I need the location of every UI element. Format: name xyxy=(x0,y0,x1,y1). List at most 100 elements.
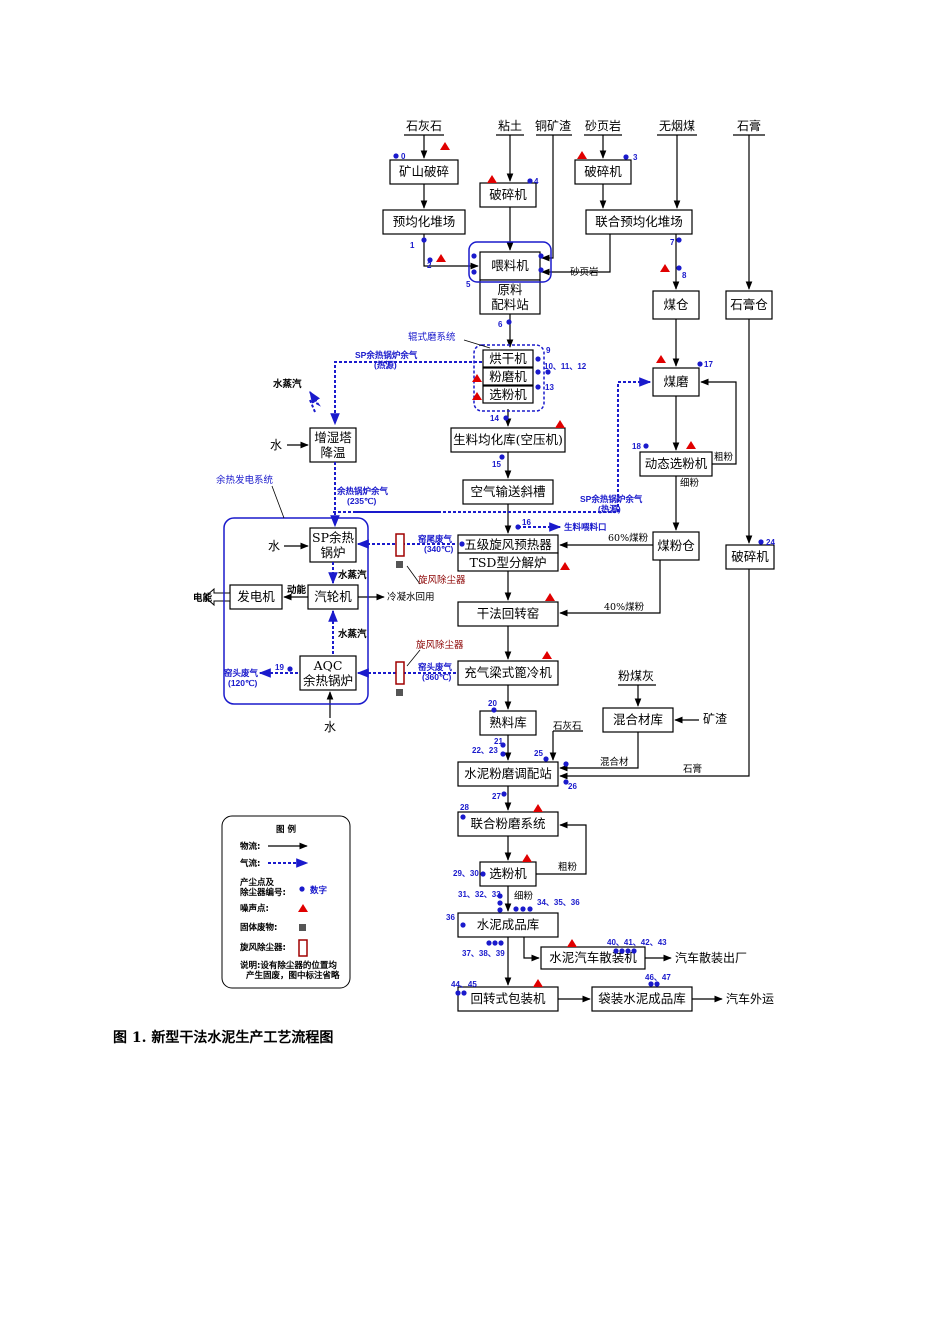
legend-solid-square xyxy=(299,924,306,931)
legend-note-1: 说明:设有除尘器的位置均 xyxy=(240,960,337,971)
dust-point-numbers: 0 1 2 3 4 5 6 7 8 9 10、11、12 13 14 15 16… xyxy=(275,152,775,989)
svg-text:干法回转窑: 干法回转窑 xyxy=(477,606,540,621)
box-turbine: 汽轮机 xyxy=(307,584,359,610)
svg-text:烘干机: 烘干机 xyxy=(489,351,527,366)
label-kiln-tail-2: (340℃) xyxy=(424,544,454,554)
box-bagged-store: 袋装水泥成品库 xyxy=(591,986,693,1012)
label-kiln-tail-1: 窑尾废气 xyxy=(418,534,453,544)
svg-text:余热锅炉: 余热锅炉 xyxy=(303,673,353,688)
input-water-sp: 水 xyxy=(268,539,280,553)
solid-waste-2 xyxy=(396,689,403,696)
dust-dots xyxy=(287,153,764,996)
label-mixed-material: 混合材 xyxy=(600,756,629,768)
svg-text:配料站: 配料站 xyxy=(491,297,529,312)
svg-text:选粉机: 选粉机 xyxy=(489,866,527,881)
svg-text:煤仓: 煤仓 xyxy=(663,297,689,312)
label-head-out-1: 窑头废气 xyxy=(224,668,259,678)
dust-num-4: 4 xyxy=(534,177,539,186)
svg-text:锅炉: 锅炉 xyxy=(320,545,345,560)
label-boiler-waste-2: (235℃) xyxy=(347,496,377,506)
legend-dust-2: 除尘器编号: xyxy=(240,887,286,898)
box-clay-crusher: 破碎机 xyxy=(479,182,537,208)
svg-text:水泥成品库: 水泥成品库 xyxy=(477,917,540,932)
dust-num-27: 27 xyxy=(492,792,501,801)
label-coal-60: 60%煤粉 xyxy=(608,532,649,544)
figure-caption: 图 1. 新型干法水泥生产工艺流程图 xyxy=(113,1029,333,1046)
svg-text:五级旋风预热器: 五级旋风预热器 xyxy=(464,537,552,552)
label-kinetic: 动能 xyxy=(287,584,307,596)
dust-num-17: 17 xyxy=(704,360,713,369)
box-calciner: TSD型分解炉 xyxy=(457,552,559,572)
box-separator: 选粉机 xyxy=(482,385,534,404)
dust-num-14: 14 xyxy=(490,414,499,423)
svg-text:破碎机: 破碎机 xyxy=(584,164,622,179)
svg-text:TSD型分解炉: TSD型分解炉 xyxy=(470,555,547,570)
svg-text:联合粉磨系统: 联合粉磨系统 xyxy=(470,816,545,831)
label-electric: 电能 xyxy=(193,592,213,604)
box-cement-separator: 选粉机 xyxy=(479,861,537,887)
input-water-aqc: 水 xyxy=(324,720,336,734)
legend-frame xyxy=(221,815,351,989)
svg-text:汽轮机: 汽轮机 xyxy=(314,589,352,604)
input-slag: 矿渣 xyxy=(703,712,727,726)
svg-text:煤粉仓: 煤粉仓 xyxy=(657,538,695,553)
dust-num-5: 5 xyxy=(466,280,471,289)
waste-heat-power-boundary xyxy=(223,517,369,705)
svg-text:降温: 降温 xyxy=(320,445,346,460)
legend-noise: 噪声点: xyxy=(240,903,269,914)
dust-num-22-23: 22、23 xyxy=(472,746,498,755)
box-cement-batching: 水泥粉磨调配站 xyxy=(457,761,559,787)
dust-num-36: 36 xyxy=(446,913,455,922)
svg-text:动态选粉机: 动态选粉机 xyxy=(645,456,708,471)
box-coal-bin: 煤仓 xyxy=(652,290,700,320)
dust-num-2: 2 xyxy=(427,261,432,270)
svg-text:混合材库: 混合材库 xyxy=(613,712,663,727)
input-copper-slag: 铜矿渣 xyxy=(535,118,571,133)
label-steam-sp: 水蒸汽 xyxy=(338,569,367,581)
box-generator: 发电机 xyxy=(229,584,283,610)
dust-num-37-39: 37、38、39 xyxy=(462,949,505,958)
label-coarse-coal: 粗粉 xyxy=(714,451,734,463)
label-bulk-out: 汽车散装出厂 xyxy=(675,950,747,965)
dust-num-9: 9 xyxy=(546,346,551,355)
box-cement-store: 水泥成品库 xyxy=(457,912,559,938)
box-prehomo-yard: 预均化堆场 xyxy=(382,209,466,235)
label-sp-heat-1: SP余热锅炉余气 xyxy=(355,350,418,360)
label-waste-power-system: 余热发电系统 xyxy=(216,474,274,486)
legend: 图 例 物流: 气流: 产尘点及 除尘器编号: 数字 噪声点: 固体废物: 旋风… xyxy=(221,815,351,989)
box-joint-prehomo: 联合预均化堆场 xyxy=(585,209,693,235)
input-water-humidifier: 水 xyxy=(270,438,282,452)
svg-text:预均化堆场: 预均化堆场 xyxy=(393,214,456,229)
label-cyclone-1: 旋风除尘器 xyxy=(418,574,466,586)
input-anthracite: 无烟煤 xyxy=(659,119,695,133)
label-truck-out: 汽车外运 xyxy=(726,991,774,1006)
box-sp-boiler: SP余热锅炉 xyxy=(309,527,357,563)
svg-text:SP余热: SP余热 xyxy=(312,530,354,545)
label-fine-cement: 细粉 xyxy=(514,890,534,902)
svg-text:熟料库: 熟料库 xyxy=(489,715,527,730)
label-roller-mill-system: 辊式磨系统 xyxy=(408,331,456,343)
label-steam-top: 水蒸汽 xyxy=(273,378,302,390)
box-grinder: 粉磨机 xyxy=(482,367,534,386)
svg-text:增湿塔: 增湿塔 xyxy=(314,430,352,445)
input-shale: 砂页岩 xyxy=(585,118,621,133)
legend-noise-triangle xyxy=(298,904,308,912)
dust-num-20: 20 xyxy=(488,699,497,708)
svg-text:选粉机: 选粉机 xyxy=(489,387,527,402)
box-grate-cooler: 充气梁式篦冷机 xyxy=(457,660,559,686)
box-coal-powder-bin: 煤粉仓 xyxy=(652,531,700,561)
flow-labels: 砂页岩 粗粉 细粉 60%煤粉 40%煤粉 石灰石 混合材 石膏 粗粉 细粉 汽… xyxy=(193,266,774,1006)
label-coal-40: 40%煤粉 xyxy=(604,601,645,613)
box-gypsum-crusher: 破碎机 xyxy=(725,544,775,570)
legend-gas: 气流: xyxy=(239,858,260,869)
label-limestone-add: 石灰石 xyxy=(553,720,582,732)
svg-text:水泥汽车散装机: 水泥汽车散装机 xyxy=(549,950,637,965)
label-cyclone-2: 旋风除尘器 xyxy=(416,639,464,651)
label-kiln-head-2: (360℃) xyxy=(422,672,452,682)
gas-flow-lines xyxy=(258,361,652,678)
dust-num-18: 18 xyxy=(632,442,641,451)
svg-text:粉磨机: 粉磨机 xyxy=(489,369,527,384)
box-rotary-kiln: 干法回转窑 xyxy=(457,601,559,627)
cyclone-kiln-tail xyxy=(395,533,405,557)
